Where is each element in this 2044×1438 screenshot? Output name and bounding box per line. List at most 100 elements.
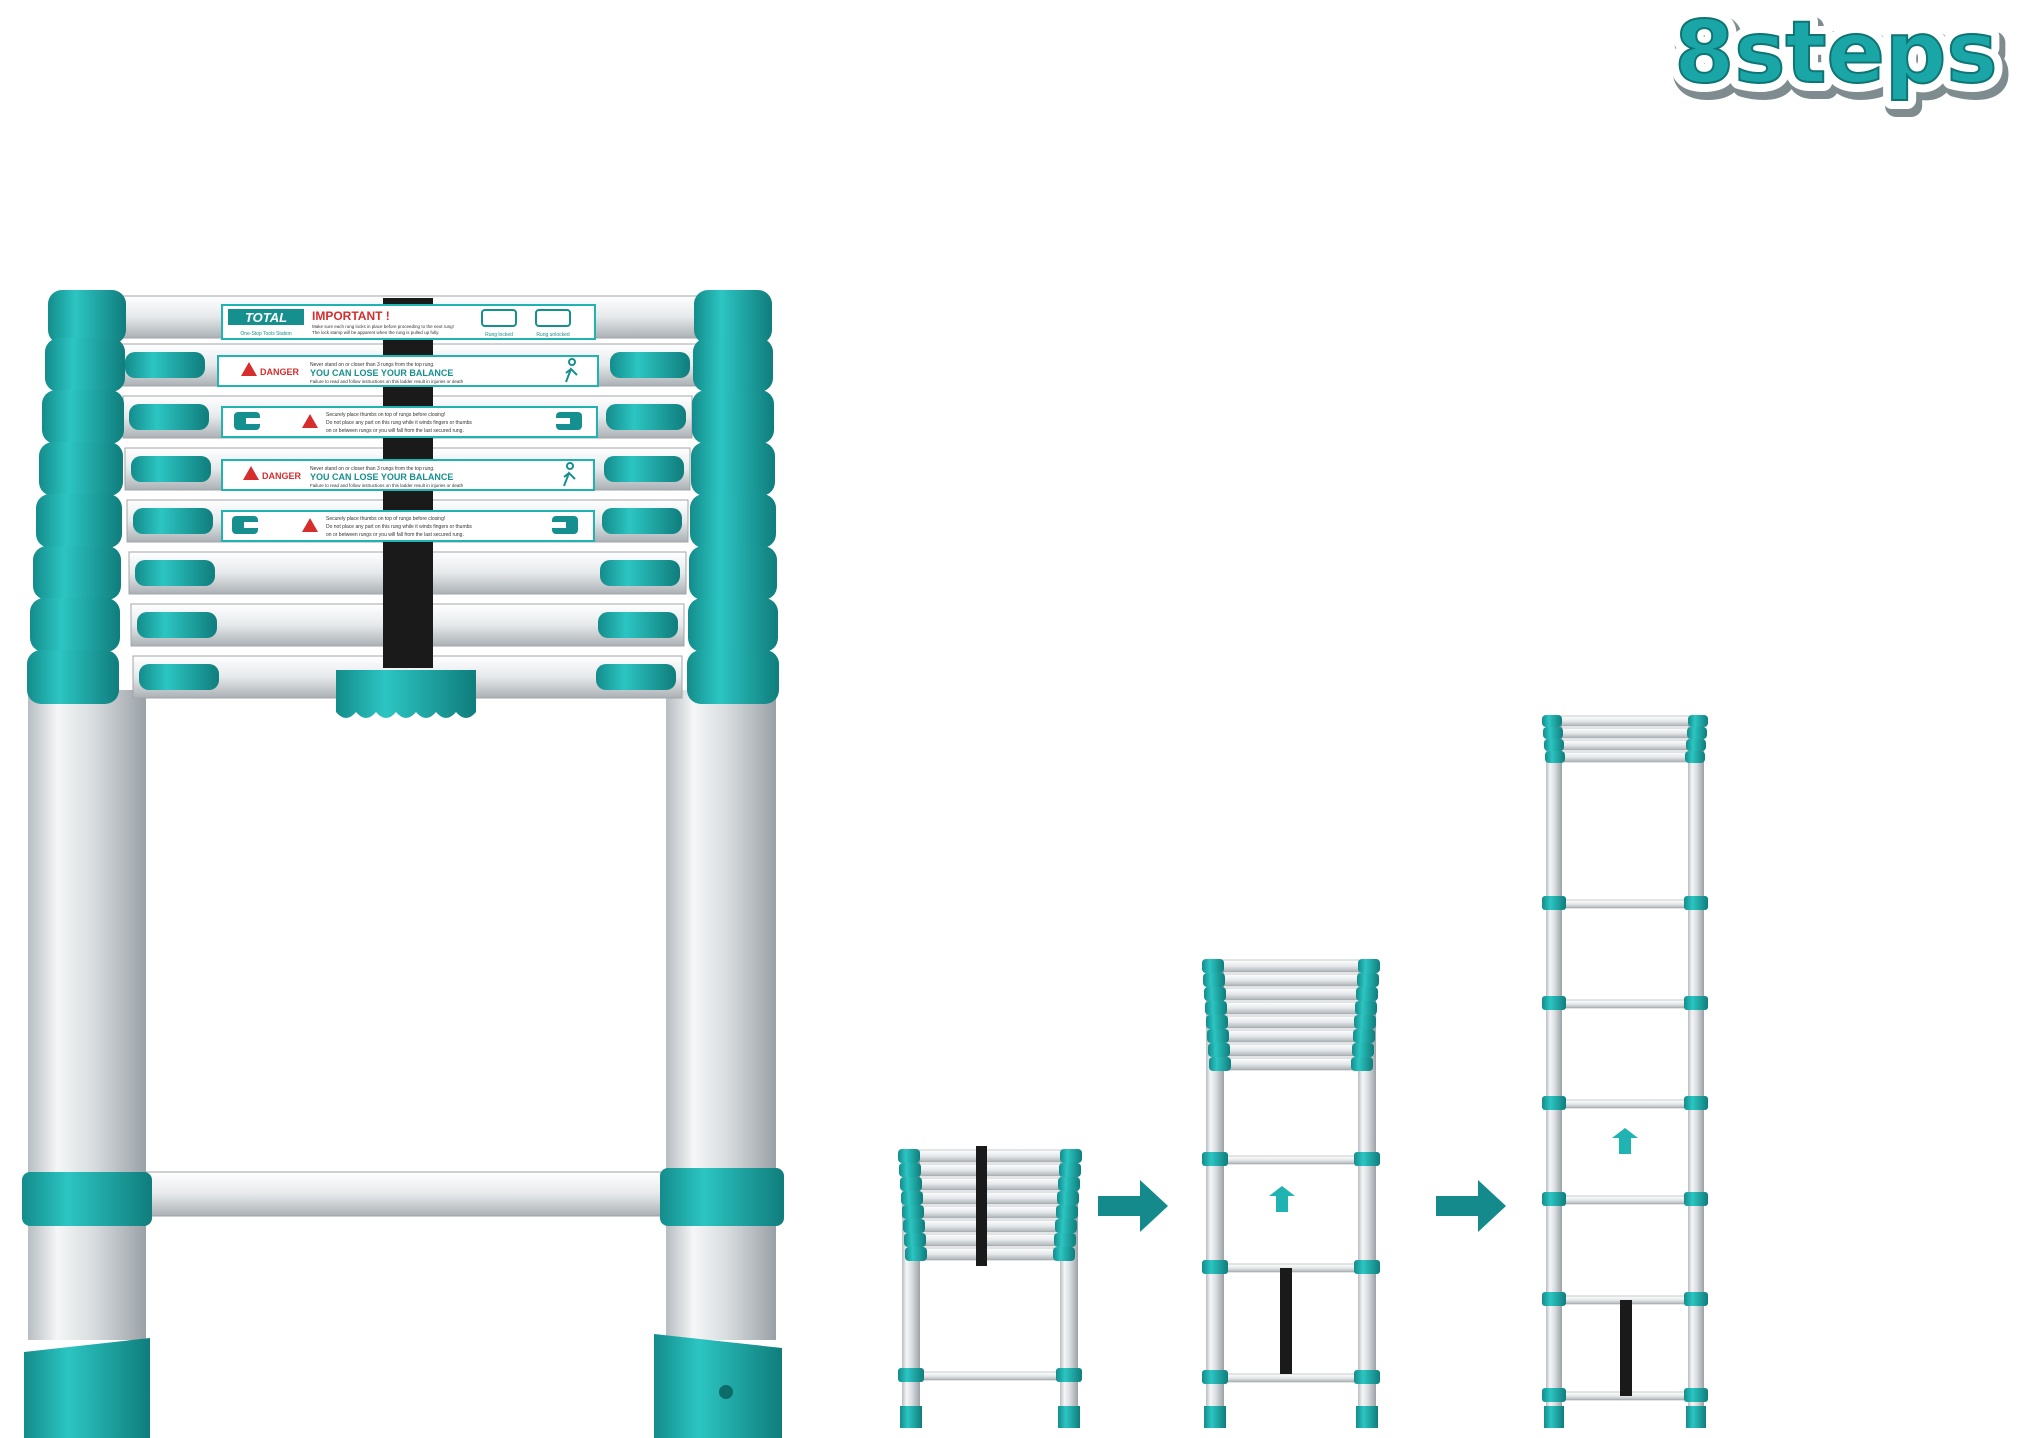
rung-lock-button	[129, 404, 209, 430]
ladder-leg	[1688, 716, 1704, 1428]
end-cap-right	[1057, 1191, 1079, 1205]
end-cap-right	[1356, 987, 1378, 1001]
end-cap-right	[1354, 1015, 1376, 1029]
ladder-rung	[1221, 1029, 1361, 1043]
left-collar	[22, 1172, 152, 1226]
end-cap-right	[1686, 739, 1706, 751]
rung-lock-button	[133, 508, 213, 534]
falling-person-icon	[563, 462, 576, 487]
steps-badge-outline: 8steps	[1674, 3, 1997, 103]
caution-line2: Do not place any part on this rung while…	[326, 420, 472, 426]
end-cap-left	[1208, 1043, 1230, 1057]
end-cap-right	[1054, 1233, 1076, 1247]
label-danger-1: DANGER Never stand on or closer than 3 r…	[217, 355, 599, 387]
leg-collar	[1684, 1388, 1708, 1402]
end-cap-left	[898, 1149, 920, 1163]
ladder-rung	[1221, 987, 1361, 1001]
ladder-leg	[1546, 716, 1562, 1428]
end-cap-left	[1545, 751, 1565, 763]
end-cap-left	[1543, 727, 1563, 739]
leg-collar	[1684, 996, 1708, 1010]
rung-lock-button	[604, 456, 684, 482]
ladder-leg	[1206, 960, 1224, 1428]
carry-handle	[336, 670, 476, 718]
end-cap-left	[905, 1247, 927, 1261]
hand-pinch-icon	[232, 516, 258, 534]
rung-lock-button	[602, 508, 682, 534]
leg-collar	[1202, 1370, 1228, 1384]
leg-collar	[1542, 1192, 1566, 1206]
label-caution-2: Securely place thumbs on top of rungs be…	[221, 510, 595, 542]
leg-collar	[1542, 1388, 1566, 1402]
leg-collar	[1354, 1370, 1380, 1384]
hand-pinch-icon	[234, 412, 260, 430]
important-line1: Make sure each rung locks in place befor…	[312, 324, 454, 329]
ladder-rung	[1221, 959, 1361, 973]
steps-badge: 8steps 8steps 8steps	[1665, 0, 2012, 120]
end-cap-right	[1685, 751, 1705, 763]
ladder-foot	[1204, 1406, 1226, 1428]
rung-locked-label: Rung locked	[485, 332, 513, 338]
end-cap-right	[1351, 1057, 1373, 1071]
ladder-medium-extended	[1202, 959, 1380, 1428]
danger-line3: Failure to read and follow instructions …	[310, 483, 464, 488]
end-cap-left	[36, 494, 122, 548]
ladder-leg	[1358, 960, 1376, 1428]
important-title: IMPORTANT !	[312, 309, 390, 323]
rung-lock-button	[610, 352, 690, 378]
steps-badge-shadow: 8steps	[1678, 9, 2001, 109]
danger-headline: YOU CAN LOSE YOUR BALANCE	[310, 368, 453, 378]
end-cap-right	[1059, 1163, 1081, 1177]
ladder-rung	[1559, 739, 1691, 751]
caution-line3: on or between rungs or you will fall fro…	[326, 532, 464, 538]
steps-badge-text: 8steps	[1674, 3, 1997, 103]
end-cap-left	[902, 1205, 924, 1219]
end-cap-right	[688, 598, 778, 652]
right-collar	[660, 1168, 784, 1226]
ladder-rung	[1221, 973, 1361, 987]
warning-triangle-icon	[302, 518, 318, 532]
end-cap-left	[900, 1177, 922, 1191]
ladder-rung	[919, 1371, 1061, 1381]
ladder-foot	[1544, 1406, 1564, 1428]
end-cap-left	[1207, 1029, 1229, 1043]
end-cap-left	[27, 650, 119, 704]
important-line2: The lock stamp will be apparent when the…	[312, 330, 439, 335]
bottom-rung	[144, 1171, 671, 1217]
rung-unlocked-icon	[535, 309, 571, 327]
leg-collar	[1202, 1260, 1228, 1274]
total-logo	[228, 309, 304, 325]
rung-lock-button	[606, 404, 686, 430]
ladder-rung	[917, 1205, 1063, 1219]
danger-line1: Never stand on or closer than 3 rungs fr…	[310, 362, 435, 368]
left-foot	[24, 1338, 150, 1438]
caution-line2: Do not place any part on this rung while…	[326, 524, 472, 530]
ladder-foot	[900, 1406, 922, 1428]
end-cap-right	[689, 546, 777, 600]
end-cap-right	[1688, 715, 1708, 727]
ladder-rung	[1221, 1057, 1361, 1071]
warning-triangle-icon	[241, 362, 257, 376]
velcro-strap	[976, 1146, 987, 1266]
leg-collar	[1684, 1292, 1708, 1306]
label-caution-1: Securely place thumbs on top of rungs be…	[221, 406, 598, 438]
ladder-foot	[1686, 1406, 1706, 1428]
leg-collar	[1202, 1152, 1228, 1166]
ladder-rung	[917, 1149, 1063, 1163]
ladder-rung	[917, 1163, 1063, 1177]
end-cap-right	[692, 390, 774, 444]
caution-line3: on or between rungs or you will fall fro…	[326, 428, 464, 434]
ladder-rung	[1561, 1195, 1689, 1205]
end-cap-left	[1204, 987, 1226, 1001]
end-cap-left	[45, 338, 125, 392]
end-cap-right	[1056, 1205, 1078, 1219]
end-cap-right	[1060, 1149, 1082, 1163]
ladder-rung	[1559, 751, 1691, 763]
hand-pinch-icon	[556, 412, 582, 430]
label-danger-2: DANGER Never stand on or closer than 3 r…	[221, 459, 595, 491]
end-cap-right	[1353, 1029, 1375, 1043]
leg-collar	[1354, 1260, 1380, 1274]
end-cap-right	[1055, 1219, 1077, 1233]
end-cap-right	[1355, 1001, 1377, 1015]
falling-person-icon	[565, 358, 578, 383]
